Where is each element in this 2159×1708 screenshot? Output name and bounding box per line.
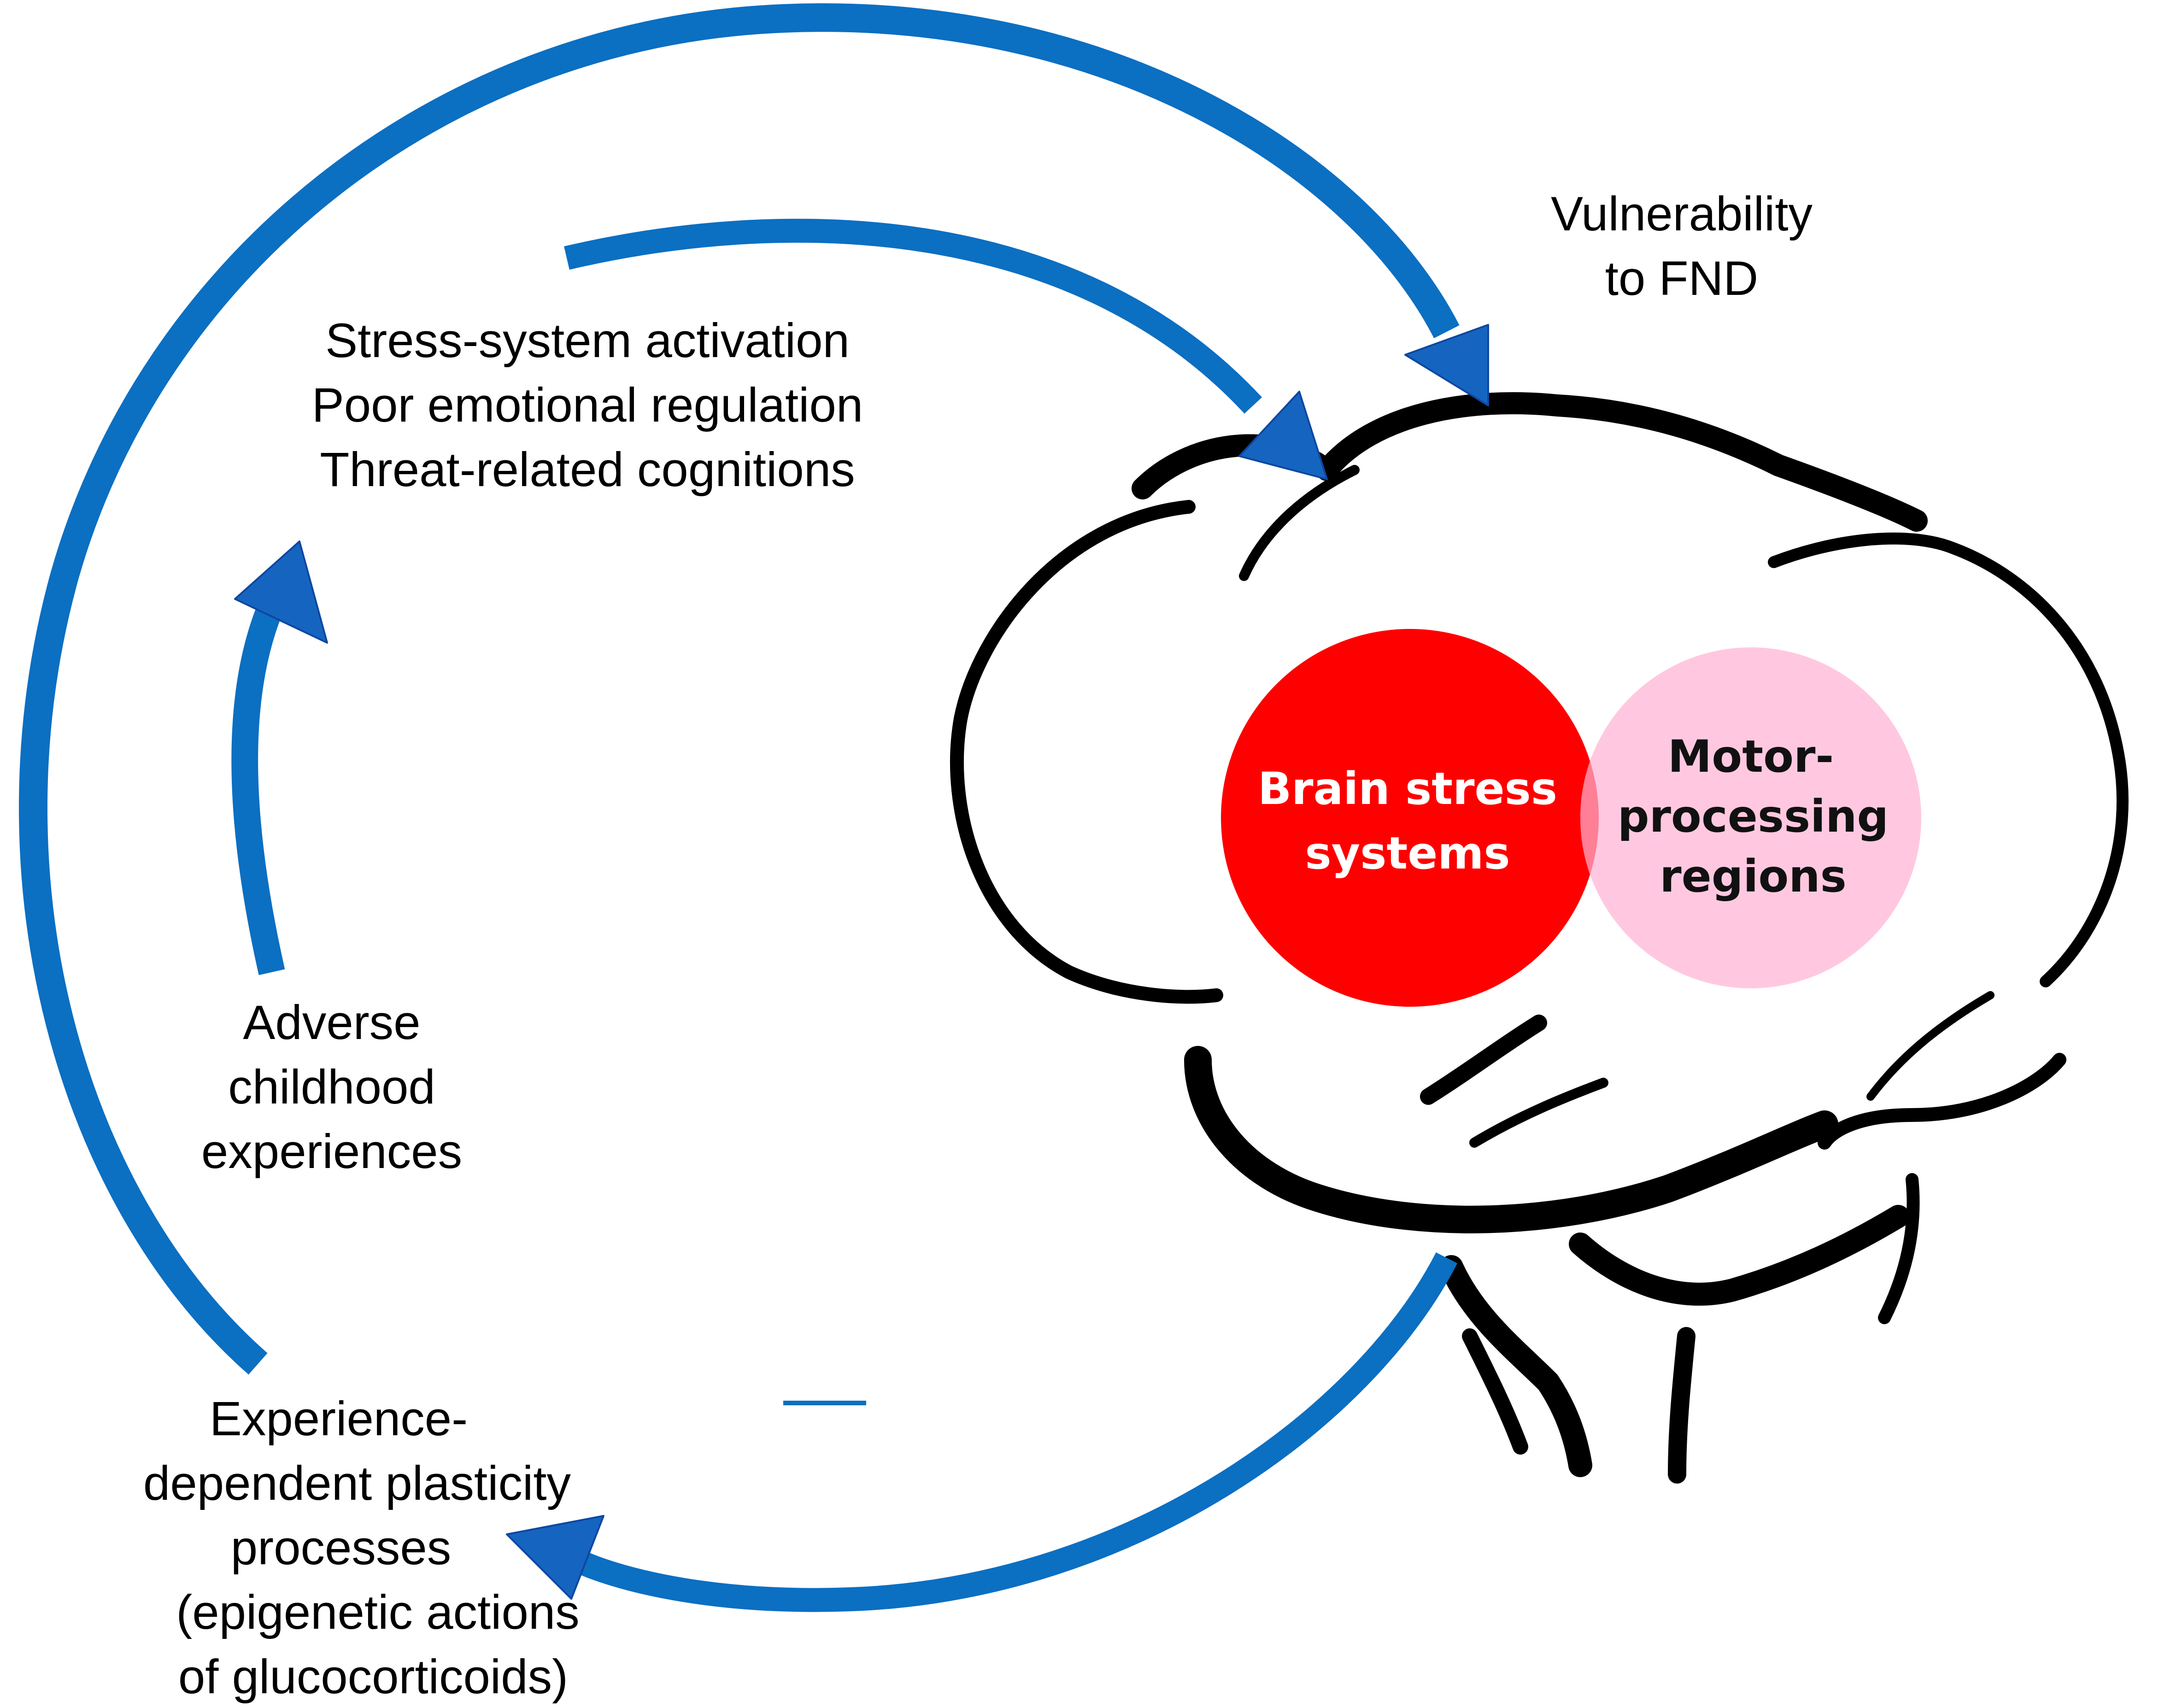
adverse-line-2: childhood xyxy=(228,1060,435,1114)
adverse-line-3: experiences xyxy=(201,1125,462,1179)
stress-to-brain-arrow xyxy=(564,218,1262,414)
brain-stress-label: Brain stress systems xyxy=(1258,763,1557,879)
brain-lower-lobe xyxy=(1184,1046,1838,1233)
motor-line-3: regions xyxy=(1660,851,1847,902)
stress-system-label: Stress-system activation Poor emotional … xyxy=(312,314,863,497)
stress-system-line-2: Poor emotional regulation xyxy=(312,378,863,432)
stress-system-line-3: Threat-related cognitions xyxy=(320,443,855,497)
motor-line-1: Motor- xyxy=(1668,731,1834,782)
arrow-heads xyxy=(234,324,1489,1600)
feedback-arrows xyxy=(19,3,1460,1612)
stress-system-arrowhead xyxy=(234,540,328,644)
adverse-line-1: Adverse xyxy=(243,996,420,1050)
plasticity-line-4: (epigenetic actions xyxy=(176,1585,580,1639)
brain-top-fold xyxy=(1239,465,1360,581)
vulnerability-line-1: Vulnerability xyxy=(1551,187,1813,241)
brain-lower-fold-left xyxy=(1420,1015,1547,1105)
plasticity-label: Experience- dependent plasticity process… xyxy=(143,1392,580,1704)
brain-stem-right xyxy=(1668,1327,1696,1484)
outer-loop-arrow xyxy=(19,3,1460,1375)
plasticity-arrowhead xyxy=(506,1515,604,1600)
brain-right-lower xyxy=(1818,1053,2066,1150)
brain-to-plasticity-arrow xyxy=(575,1252,1458,1612)
brain-right-fold xyxy=(1866,991,1995,1101)
plasticity-line-3: processes xyxy=(231,1521,452,1575)
brain-right-upper xyxy=(1768,532,2129,987)
brain-arrowhead xyxy=(1238,391,1328,480)
vulnerability-arrowhead xyxy=(1404,324,1489,406)
motor-processing-circle xyxy=(1580,647,1921,988)
brain-stress-line-2: systems xyxy=(1305,828,1510,879)
plasticity-line-1: Experience- xyxy=(210,1392,468,1446)
plasticity-line-2: dependent plasticity xyxy=(143,1456,571,1510)
adverse-to-stress-arrow xyxy=(231,588,289,975)
brain-upper-contour xyxy=(950,500,1223,1004)
motor-label: Motor- processing regions xyxy=(1618,731,1889,902)
brain-cerebellum-lower xyxy=(1878,1173,1920,1324)
brain-stress-line-1: Brain stress xyxy=(1258,763,1557,815)
brain-stem-mid xyxy=(1462,1328,1528,1455)
brain-cerebellum xyxy=(1569,1205,1910,1306)
stress-system-line-1: Stress-system activation xyxy=(325,314,850,368)
stress-motor-venn xyxy=(1221,629,1921,1007)
adverse-childhood-label: Adverse childhood experiences xyxy=(201,996,462,1179)
brain-lower-fold-mid xyxy=(1469,1078,1608,1148)
vulnerability-label: Vulnerability to FND xyxy=(1551,187,1813,305)
brain-stem-left xyxy=(1439,1255,1592,1477)
vulnerability-line-2: to FND xyxy=(1605,252,1759,305)
plasticity-line-5: of glucocorticoids) xyxy=(178,1650,568,1704)
brain-stress-circle xyxy=(1221,629,1599,1007)
motor-line-2: processing xyxy=(1618,791,1889,842)
